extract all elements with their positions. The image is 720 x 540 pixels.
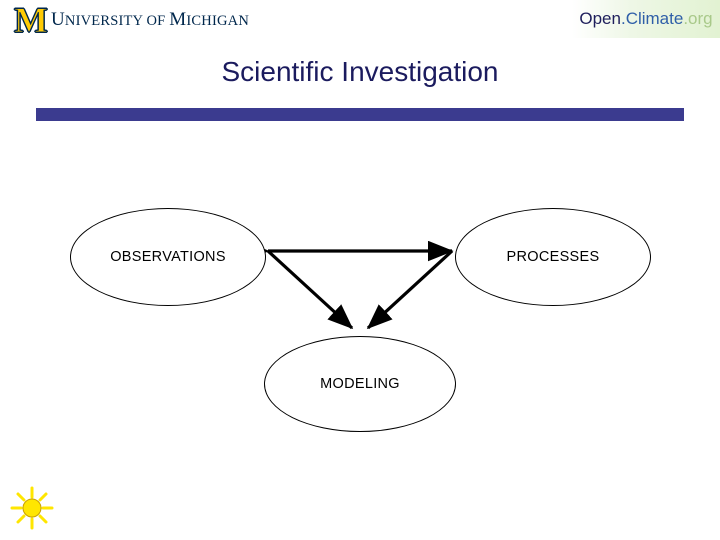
block-m-icon: M — [14, 0, 49, 40]
openclimate-climate-text: .Climate — [620, 9, 684, 28]
title-underline-bar — [36, 108, 684, 121]
university-of-michigan-logo: M UNIVERSITY OF MICHIGAN — [14, 0, 249, 40]
openclimate-logo-text: Open.Climate.org — [579, 9, 712, 29]
diagram-arrows — [244, 240, 454, 330]
edge-processes-modeling — [366, 249, 454, 330]
edge-observations-modeling — [266, 249, 354, 330]
wordmark-niversity-of: NIVERSITY OF — [64, 13, 170, 29]
wordmark-u: U — [50, 9, 65, 30]
node-modeling: MODELING — [264, 336, 456, 432]
node-modeling-label: MODELING — [320, 376, 400, 392]
node-processes: PROCESSES — [455, 208, 651, 306]
openclimate-logo: Open.Climate.org — [572, 0, 720, 38]
openclimate-open-text: Open — [579, 9, 621, 28]
node-observations: OBSERVATIONS — [70, 208, 266, 306]
wordmark-m: M — [169, 9, 187, 30]
node-observations-label: OBSERVATIONS — [110, 249, 226, 265]
node-processes-label: PROCESSES — [506, 249, 600, 265]
page-title: Scientific Investigation — [221, 56, 499, 87]
university-wordmark: UNIVERSITY OF MICHIGAN — [51, 9, 249, 31]
sun-icon — [10, 486, 54, 530]
wordmark-ichigan: ICHIGAN — [186, 13, 250, 29]
scientific-investigation-diagram: OBSERVATIONS PROCESSES MODELING — [0, 130, 720, 460]
openclimate-org-text: .org — [683, 9, 713, 28]
